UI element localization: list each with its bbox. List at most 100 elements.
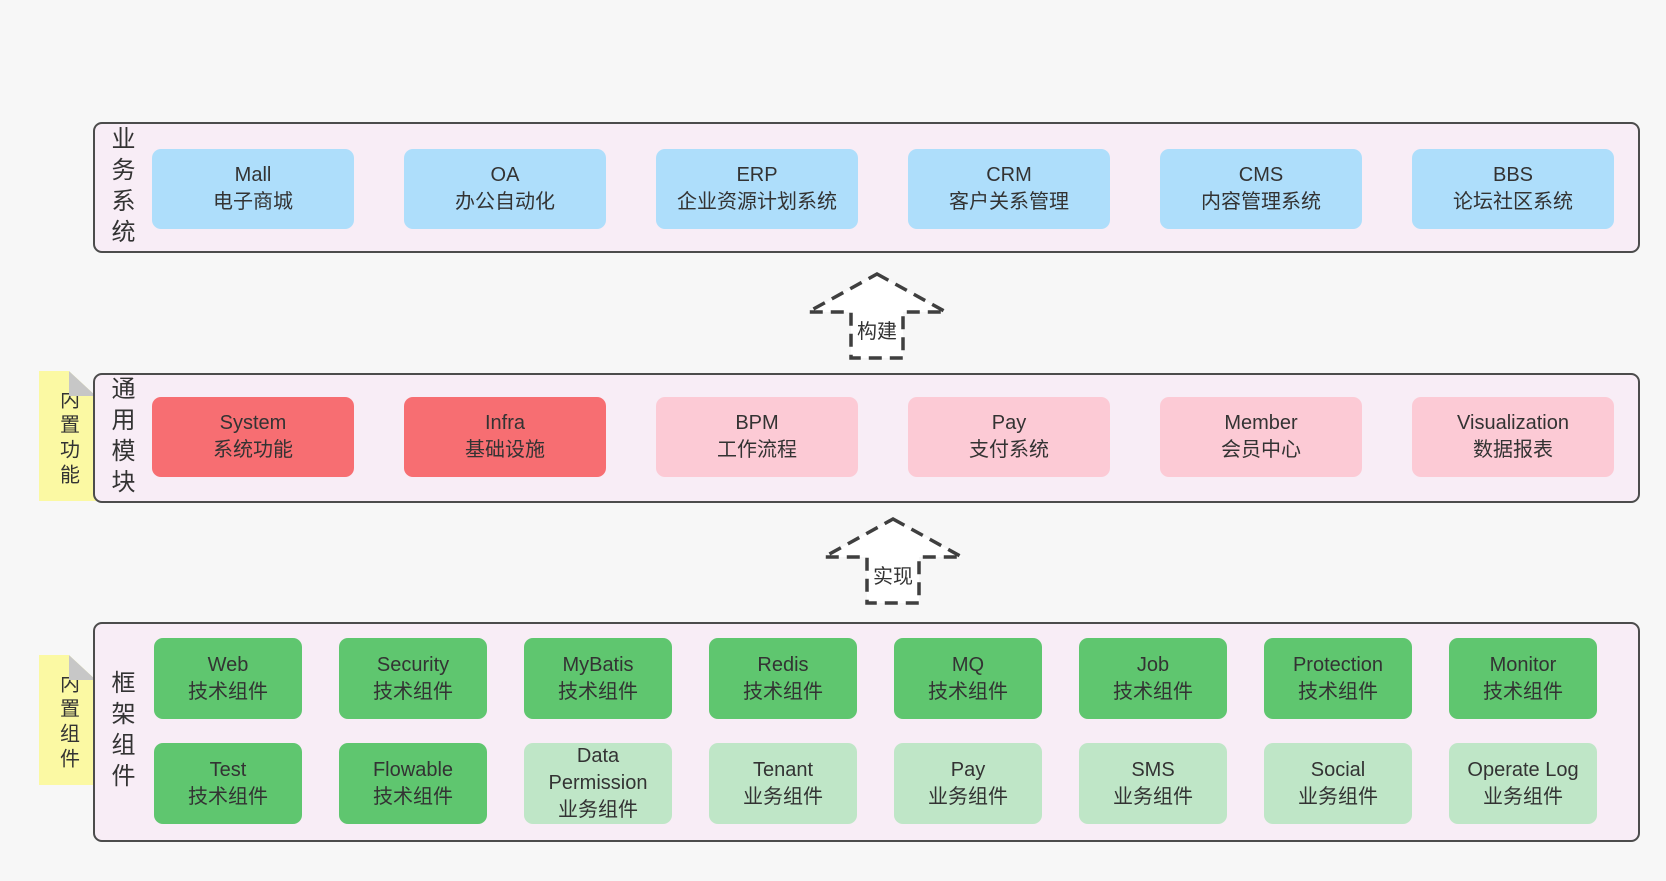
box-title: Test <box>209 758 247 781</box>
box-title: ERP <box>736 164 778 186</box>
box-erp: ERP 企业资源计划系统 <box>656 149 858 229</box>
box-title: BBS <box>1492 164 1534 186</box>
box-subtitle: 业务组件 <box>1298 785 1378 808</box>
band-framework-components: 框架组件 Web 技术组件 Security 技术组件 MyBatis 技术组件… <box>93 622 1640 842</box>
box-title: Job <box>1136 653 1170 676</box>
box-subtitle: 系统功能 <box>213 439 293 461</box>
arrow-label: 实现 <box>873 566 913 588</box>
box-bpm: BPM 工作流程 <box>656 397 858 477</box>
box-subtitle: 技术组件 <box>373 785 453 808</box>
box-title: Data Permission <box>548 745 648 794</box>
box-sms: SMS 业务组件 <box>1079 743 1227 824</box>
box-oa: OA 办公自动化 <box>404 149 606 229</box>
box-mq: MQ 技术组件 <box>894 638 1042 719</box>
box-system: System 系统功能 <box>152 397 354 477</box>
box-title: Pay <box>991 412 1027 434</box>
box-security: Security 技术组件 <box>339 638 487 719</box>
box-job: Job 技术组件 <box>1079 638 1227 719</box>
box-title: Redis <box>757 653 809 676</box>
box-mall: Mall 电子商城 <box>152 149 354 229</box>
sticky-note-builtin-features: 内置功能 <box>39 371 96 501</box>
box-subtitle: 数据报表 <box>1473 439 1553 461</box>
box-flowable: Flowable 技术组件 <box>339 743 487 824</box>
box-title: SMS <box>1131 758 1175 781</box>
box-protection: Protection 技术组件 <box>1264 638 1412 719</box>
box-member: Member 会员中心 <box>1160 397 1362 477</box>
sticky-note-label: 内置功能 <box>56 389 79 489</box>
box-title: Monitor <box>1489 653 1557 676</box>
framework-components-row-1: Web 技术组件 Security 技术组件 MyBatis 技术组件 Redi… <box>154 638 1597 719</box>
box-title: MQ <box>951 653 985 676</box>
box-subtitle: 业务组件 <box>928 785 1008 808</box>
box-title: Protection <box>1292 653 1384 676</box>
box-test: Test 技术组件 <box>154 743 302 824</box>
box-redis: Redis 技术组件 <box>709 638 857 719</box>
box-web: Web 技术组件 <box>154 638 302 719</box>
box-subtitle: 基础设施 <box>465 439 545 461</box>
box-title: Pay <box>950 758 986 781</box>
box-data-permission: Data Permission 业务组件 <box>524 743 672 824</box>
box-mybatis: MyBatis 技术组件 <box>524 638 672 719</box>
box-subtitle: 客户关系管理 <box>949 191 1069 213</box>
box-subtitle: 论坛社区系统 <box>1453 191 1573 213</box>
band-label: 框架组件 <box>107 670 134 794</box>
box-subtitle: 技术组件 <box>743 680 823 703</box>
box-title: MyBatis <box>562 653 634 676</box>
box-title: Security <box>376 653 450 676</box>
box-title: Member <box>1224 412 1298 434</box>
box-title: Flowable <box>372 758 454 781</box>
folded-corner-icon <box>69 371 96 396</box>
box-subtitle: 技术组件 <box>1483 680 1563 703</box>
up-arrow-icon <box>807 272 947 360</box>
box-subtitle: 技术组件 <box>188 785 268 808</box>
box-crm: CRM 客户关系管理 <box>908 149 1110 229</box>
dashed-up-arrow-build: 构建 <box>805 271 949 361</box>
box-subtitle: 技术组件 <box>188 680 268 703</box>
box-subtitle: 业务组件 <box>558 799 638 821</box>
folded-corner-icon <box>69 655 96 680</box>
box-pay: Pay 支付系统 <box>908 397 1110 477</box>
box-subtitle: 业务组件 <box>1483 785 1563 808</box>
box-pay-business: Pay 业务组件 <box>894 743 1042 824</box>
framework-components-row-2: Test 技术组件 Flowable 技术组件 Data Permission … <box>154 743 1597 824</box>
box-subtitle: 业务组件 <box>1113 785 1193 808</box>
box-monitor: Monitor 技术组件 <box>1449 638 1597 719</box>
common-modules-row: System 系统功能 Infra 基础设施 BPM 工作流程 Pay 支付系统… <box>152 397 1614 477</box>
box-title: Tenant <box>752 758 814 781</box>
box-subtitle: 技术组件 <box>1113 680 1193 703</box>
sticky-note-label: 内置组件 <box>56 673 79 773</box>
box-subtitle: 电子商城 <box>213 191 293 213</box>
box-bbs: BBS 论坛社区系统 <box>1412 149 1614 229</box>
business-systems-row: Mall 电子商城 OA 办公自动化 ERP 企业资源计划系统 CRM 客户关系… <box>152 149 1614 229</box>
box-subtitle: 业务组件 <box>743 785 823 808</box>
box-subtitle: 技术组件 <box>928 680 1008 703</box>
box-subtitle: 技术组件 <box>558 680 638 703</box>
box-visualization: Visualization 数据报表 <box>1412 397 1614 477</box>
box-title: Mall <box>234 164 272 186</box>
box-tenant: Tenant 业务组件 <box>709 743 857 824</box>
box-cms: CMS 内容管理系统 <box>1160 149 1362 229</box>
box-title: CRM <box>986 164 1032 186</box>
box-subtitle: 内容管理系统 <box>1201 191 1321 213</box>
up-arrow-icon <box>823 517 963 605</box>
box-operate-log: Operate Log 业务组件 <box>1449 743 1597 824</box>
box-title: Web <box>207 653 249 676</box>
band-common-modules: 通用模块 System 系统功能 Infra 基础设施 BPM 工作流程 Pay… <box>93 373 1640 503</box>
band-label: 通用模块 <box>107 376 134 500</box>
box-title: Visualization <box>1457 412 1569 434</box>
dashed-up-arrow-implement: 实现 <box>821 516 965 606</box>
box-title: OA <box>490 164 520 186</box>
band-business-systems: 业务系统 Mall 电子商城 OA 办公自动化 ERP 企业资源计划系统 CRM… <box>93 122 1640 253</box>
box-title: BPM <box>735 412 779 434</box>
box-social: Social 业务组件 <box>1264 743 1412 824</box>
box-title: CMS <box>1238 164 1284 186</box>
box-title: System <box>219 412 287 434</box>
box-subtitle: 支付系统 <box>969 439 1049 461</box>
box-subtitle: 会员中心 <box>1221 439 1301 461</box>
box-subtitle: 企业资源计划系统 <box>677 191 837 213</box>
box-subtitle: 技术组件 <box>373 680 453 703</box>
box-title: Infra <box>484 412 526 434</box>
arrow-label: 构建 <box>857 321 897 343</box>
sticky-note-builtin-components: 内置组件 <box>39 655 96 785</box>
